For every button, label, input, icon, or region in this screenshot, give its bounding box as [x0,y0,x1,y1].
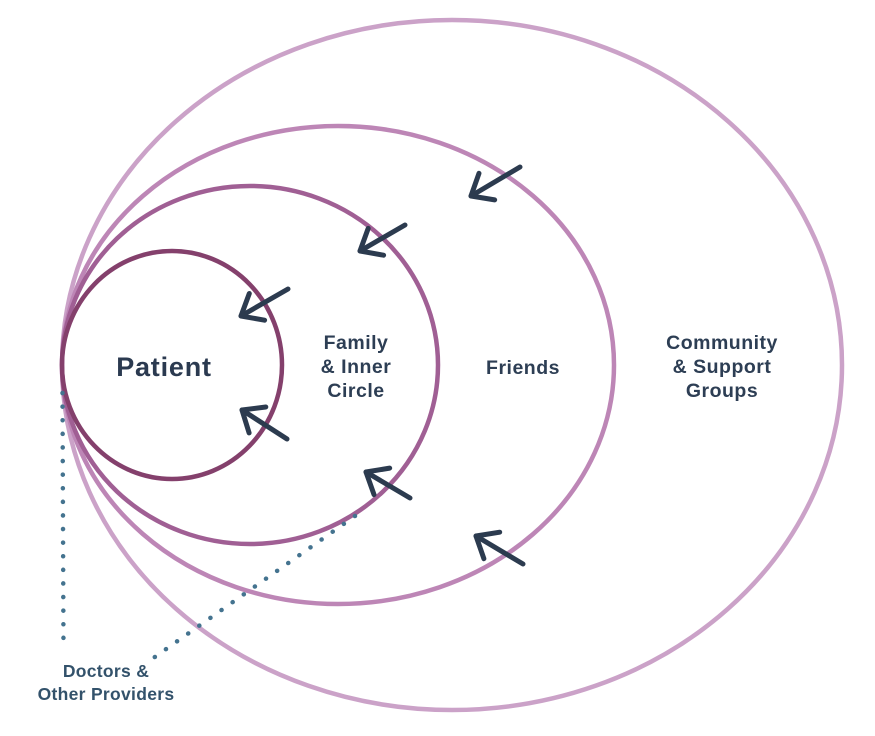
patient-ring-label-line: Patient [116,352,212,382]
community-ring-label-line: & Support [672,356,772,378]
patient-ring [59,248,285,482]
inward-arrows [238,164,526,567]
family-ring-label: Family & Inner Circle [321,331,392,403]
family-ring-label-line: Circle [327,380,385,402]
inward-arrow-friends-bottom [473,529,526,567]
family-ring-label-line: & Inner [320,356,392,378]
doctors-callout-line-diagonal [149,513,358,662]
friends-ring-label-line: Friends [486,357,560,379]
inward-arrow-family-top [357,222,408,258]
community-ring-label: Community & Support Groups [666,331,778,403]
community-ring-label-line: Groups [685,380,759,402]
doctors-callout-label: Doctors & Other Providers [38,660,175,706]
inward-arrow-patient-top [238,286,291,323]
doctors-callout-label-line: Other Providers [37,684,175,704]
doctors-callout-line-vertical [60,390,66,654]
inward-arrow-family-bottom [363,465,413,501]
inward-arrow-patient-bottom [239,404,290,442]
doctors-callout-label-line: Doctors & [62,661,150,681]
doctors-callout-lines [60,390,358,662]
community-ring-label-line: Community [666,332,778,354]
inward-arrow-friends-top [468,164,523,203]
friends-ring-label: Friends [486,356,560,380]
family-ring-label-line: Family [323,332,389,354]
patient-ring-label: Patient [116,352,212,382]
